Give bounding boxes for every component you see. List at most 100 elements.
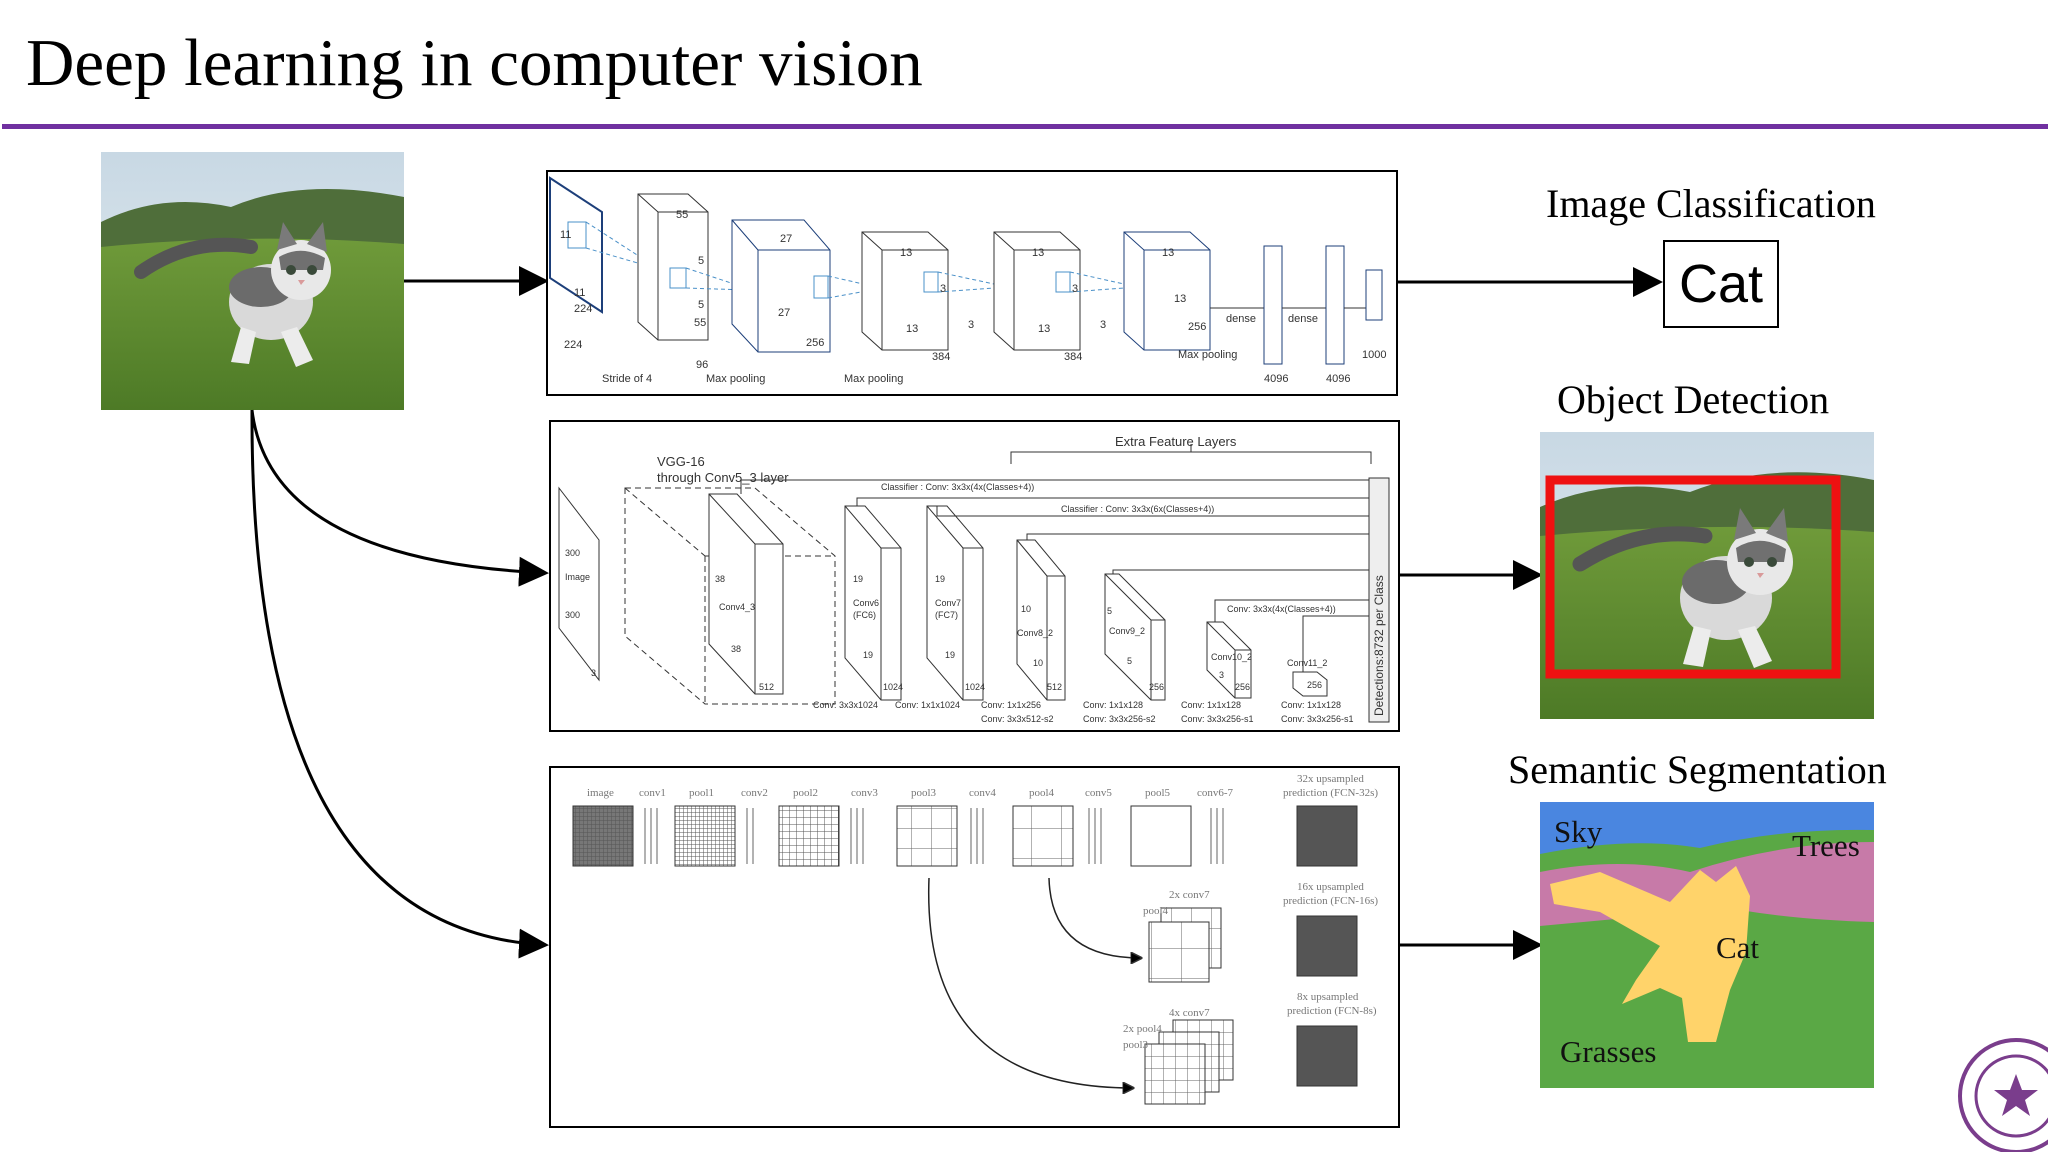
fcn-label: pool3 [911,787,937,799]
slide-title: Deep learning in computer vision [26,26,923,100]
title-divider [2,124,2048,129]
alexnet-label: 27 [778,307,790,319]
ssd-label: 256 [1307,680,1322,690]
seg-label-trees: Trees [1792,828,1860,863]
alexnet-label: 13 [900,247,912,259]
fcn-label: 2x conv7 [1169,889,1210,901]
fcn-label: pool1 [689,787,714,799]
fcn-label: conv4 [969,787,996,799]
alexnet-label: 384 [932,351,950,363]
ssd-label: 300 [565,548,580,558]
fcn-label: 16x upsampled [1297,881,1364,893]
ssd-label: Conv9_2 [1109,626,1145,636]
alexnet-label: 11 [560,229,571,241]
alexnet-label: Max pooling [706,373,765,385]
alexnet-label: dense [1288,313,1318,325]
fcn-diagram: image conv1 pool1 conv2 pool2 conv3 pool… [549,766,1400,1128]
ssd-label: Classifier : Conv: 3x3x(4x(Classes+4)) [881,482,1034,492]
fcn-label: image [587,787,614,799]
ssd-label: 3 [1219,670,1224,680]
input-cat-photo [101,152,404,410]
detection-bounding-box [1545,475,1841,679]
ssd-label: Conv: 3x3x256-s1 [1181,714,1254,724]
ssd-label: 19 [853,574,863,584]
fcn-label: conv1 [639,787,666,799]
alexnet-label: 224 [574,303,592,315]
alexnet-diagram: 11 11 224 224 55 5 5 55 96 27 27 256 13 … [546,170,1398,396]
fcn-label: conv3 [851,787,878,799]
ssd-label: Conv: 1x1x1024 [895,700,960,710]
fcn-label: prediction (FCN-8s) [1287,1005,1377,1017]
ssd-label: Conv: 3x3x256-s2 [1083,714,1156,724]
alexnet-label: dense [1226,313,1256,325]
ssd-label: Conv6 [853,598,879,608]
fcn-label: conv5 [1085,787,1112,799]
segmentation-heading: Semantic Segmentation [1508,747,1887,792]
fcn-label: prediction (FCN-16s) [1283,895,1378,907]
segmentation-map: Sky Trees Cat Grasses [1540,802,1874,1088]
ssd-label: Image [565,572,590,582]
alexnet-label: 256 [1188,321,1206,333]
alexnet-label: 4096 [1326,373,1350,385]
fcn-label: conv6-7 [1197,787,1234,799]
ssd-label: 38 [731,644,741,654]
alexnet-label: 13 [1032,247,1044,259]
ssd-label: 1024 [965,682,985,692]
ssd-label: Conv8_2 [1017,628,1053,638]
ssd-label: Conv7 [935,598,961,608]
ssd-label: 10 [1021,604,1031,614]
ssd-label: Conv: 1x1x128 [1281,700,1341,710]
ssd-label: 19 [863,650,873,660]
ssd-diagram: Extra Feature Layers VGG-16 through Conv… [549,420,1400,732]
alexnet-label: 3 [1100,319,1106,331]
alexnet-label: 5 [698,255,704,267]
ssd-label: 256 [1149,682,1164,692]
alexnet-label: Stride of 4 [602,373,652,385]
ssd-label: VGG-16 [657,454,705,469]
alexnet-label: 224 [564,339,582,351]
alexnet-label: 27 [780,233,792,245]
alexnet-label: 55 [694,317,706,329]
alexnet-label: Max pooling [1178,349,1237,361]
alexnet-label: 11 [574,287,585,299]
ssd-label: through Conv5_3 layer [657,470,789,485]
fcn-label: 32x upsampled [1297,773,1364,785]
ssd-label: 10 [1033,658,1043,668]
seg-cat [1550,866,1750,1042]
alexnet-label: 256 [806,337,824,349]
ssd-label: 3 [591,668,596,678]
ssd-label: 38 [715,574,725,584]
ssd-label: 256 [1235,682,1250,692]
ssd-label: 5 [1127,656,1132,666]
alexnet-label: 3 [968,319,974,331]
arrow-to-detection-net [250,409,549,587]
classification-heading: Image Classification [1546,181,1876,226]
fcn-label: 2x pool4 [1123,1023,1162,1035]
ssd-label: 512 [759,682,774,692]
fcn-label: conv2 [741,787,768,799]
alexnet-label: 384 [1064,351,1082,363]
ssd-label: Conv: 3x3x1024 [813,700,878,710]
fcn-label: pool4 [1143,905,1169,917]
ssd-label: Conv: 3x3x256-s1 [1281,714,1354,724]
ssd-label: (FC6) [853,610,876,620]
ssd-label: Conv: 3x3x512-s2 [981,714,1054,724]
alexnet-label: 55 [676,209,688,221]
ssd-label: Detections:8732 per Class [1372,575,1386,716]
ssd-label: Conv: 3x3x(4x(Classes+4)) [1227,604,1336,614]
fcn-label: pool2 [793,787,818,799]
ssd-label: Conv11_2 [1287,658,1327,668]
ssd-label: 19 [935,574,945,584]
ssd-label: 512 [1047,682,1062,692]
seg-label-cat: Cat [1716,930,1760,965]
alexnet-label: Max pooling [844,373,903,385]
alexnet-label: 4096 [1264,373,1288,385]
ssd-label: 1024 [883,682,903,692]
arrow-to-segmentation-net [250,409,549,959]
ssd-label: Conv4_3 [719,602,755,612]
fcn-label: 8x upsampled [1297,991,1359,1003]
university-seal [1958,1038,2048,1152]
ssd-label: (FC7) [935,610,958,620]
ssd-label: 300 [565,610,580,620]
fcn-label: 4x conv7 [1169,1007,1210,1019]
